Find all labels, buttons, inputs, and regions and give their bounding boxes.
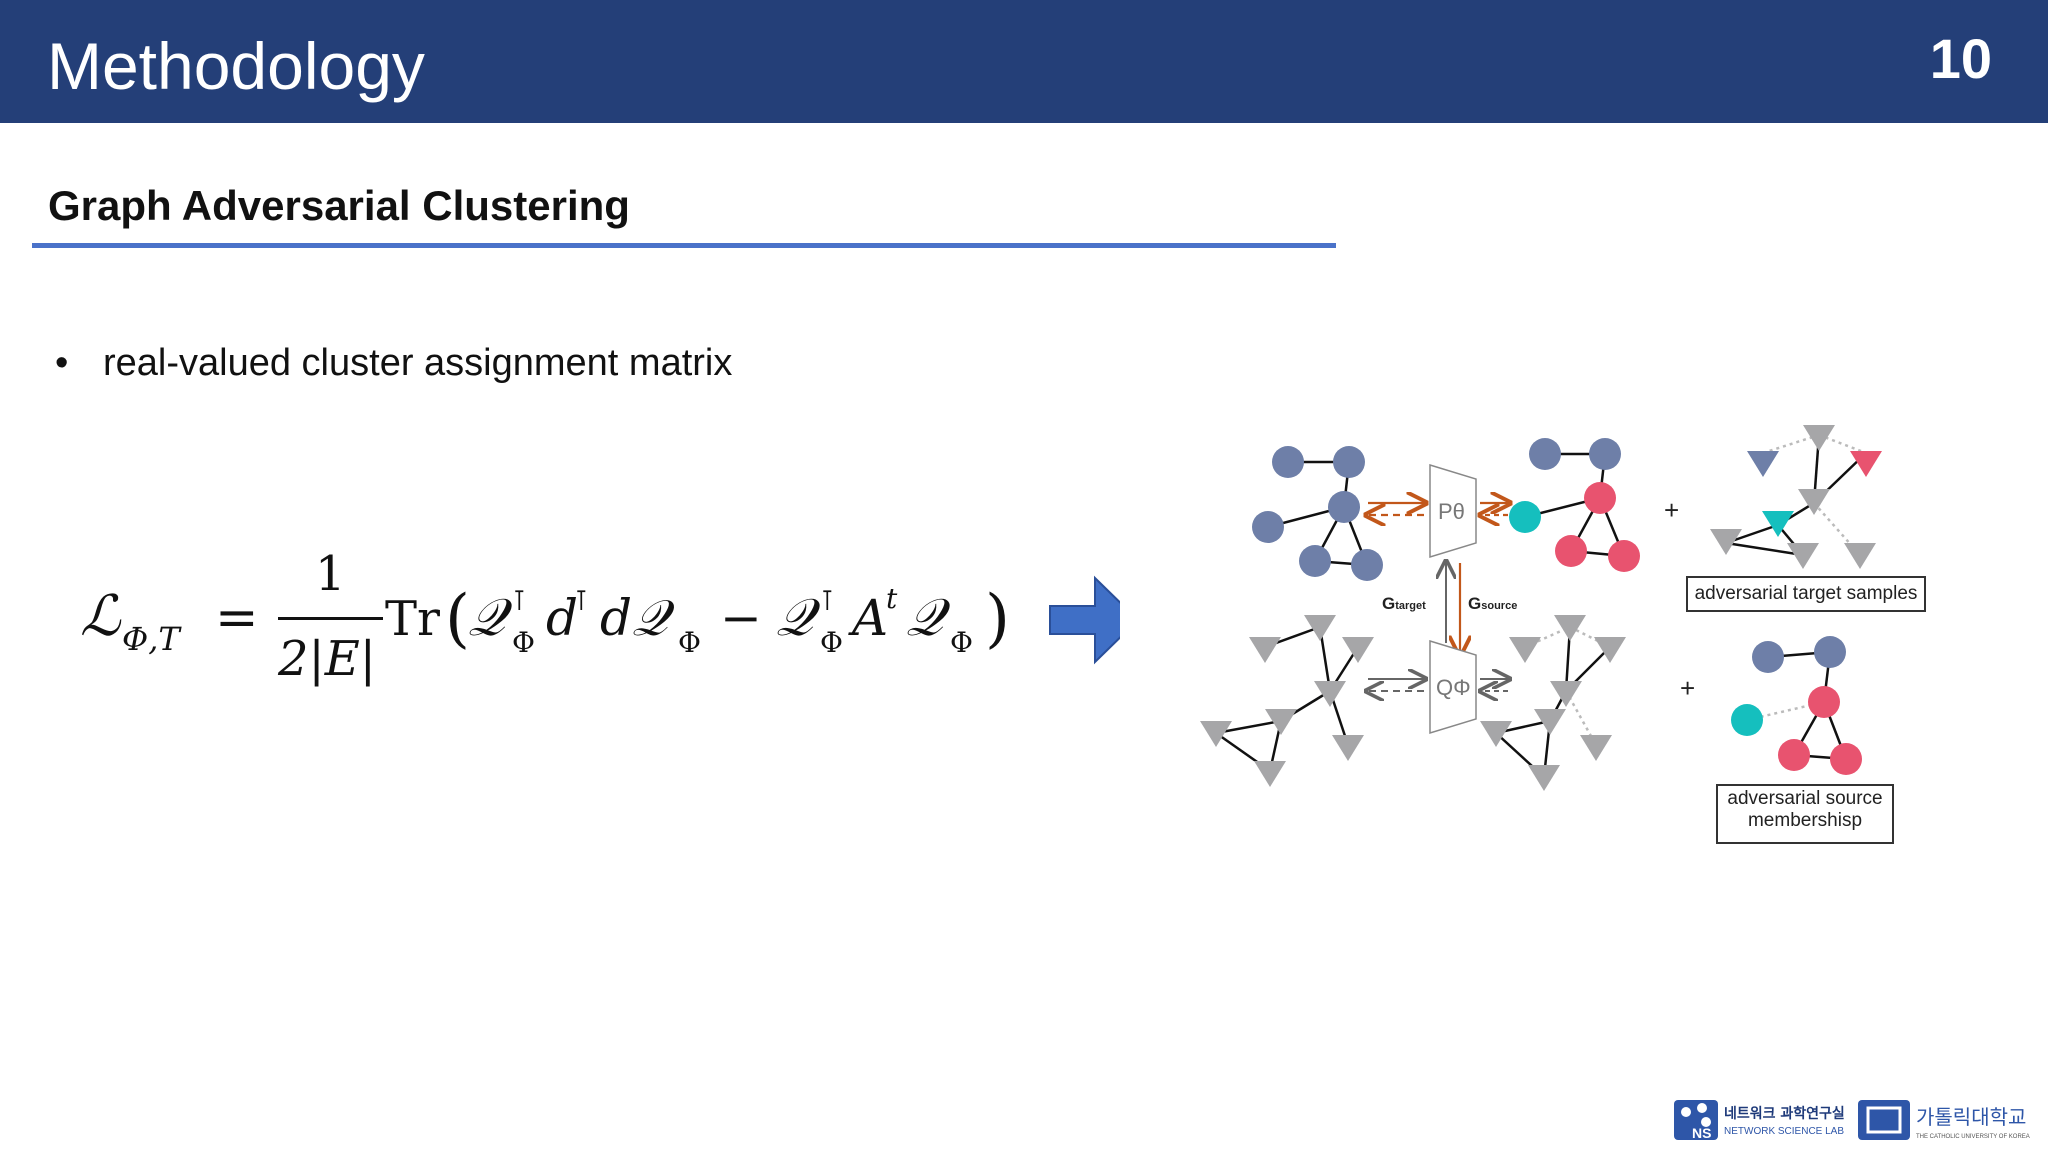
triangle-node	[1200, 721, 1232, 747]
triangle-node	[1850, 451, 1882, 477]
target-graph-bottom-left	[1215, 625, 1360, 773]
bullet-text: real-valued cluster assignment matrix	[103, 342, 733, 384]
target-graph-top-left	[1252, 446, 1383, 581]
triangle-node	[1803, 425, 1835, 451]
triangle-node	[1550, 681, 1582, 707]
paren-right: )	[985, 582, 1010, 656]
triangle-node	[1342, 637, 1374, 663]
univ-name-kr: 가톨릭대학교	[1916, 1105, 2026, 1129]
triangle-node	[1304, 615, 1336, 641]
loss-formula: ℒ Φ,T = 1 2|E| Tr ( 𝒬 ⊺ Φ d ⊺ d𝒬 Φ − 𝒬 ⊺…	[80, 540, 1140, 720]
header-bar: Methodology 10	[0, 0, 2048, 123]
triangle-node	[1747, 451, 1779, 477]
ns-logo-text: NS	[1692, 1125, 1711, 1141]
univ-name-en: THE CATHOLIC UNIVERSITY OF KOREA	[1916, 1134, 2030, 1140]
triangle-node	[1762, 511, 1794, 537]
adversarial-target-label: adversarial target samples	[1686, 576, 1926, 612]
adversarial-source-label: adversarial source membershisp	[1716, 784, 1894, 844]
g-target-label: Gtarget	[1382, 594, 1426, 613]
formula-minus: −	[720, 589, 762, 647]
formula-q1-sub: Φ	[512, 626, 535, 659]
triangle-node	[1787, 543, 1819, 569]
formula-q1: 𝒬	[468, 588, 513, 648]
formula-denominator: 2|E|	[277, 631, 376, 687]
formula-tr: Tr	[385, 591, 440, 647]
formula-equals: =	[215, 588, 259, 648]
triangle-node	[1314, 681, 1346, 707]
formula-lhs-sub: Φ,T	[122, 620, 182, 658]
triangle-node	[1710, 529, 1742, 555]
paren-left: (	[445, 582, 470, 656]
triangle-node	[1528, 765, 1560, 791]
q-phi-box	[1429, 639, 1477, 735]
source-graph-top-middle	[1509, 438, 1640, 572]
formula-q3-sub: Φ	[950, 626, 973, 659]
formula-numerator: 1	[315, 546, 346, 602]
formula-q2-sup: ⊺	[820, 584, 835, 617]
plus-bottom: +	[1680, 673, 1695, 703]
triangle-node	[1509, 637, 1541, 663]
adversarial-target-graph	[1725, 433, 1867, 557]
triangle-node	[1249, 637, 1281, 663]
adversarial-source-graph	[1731, 636, 1862, 775]
formula-a: A	[848, 589, 888, 647]
triangle-node	[1554, 615, 1586, 641]
network-node-icon	[1681, 1107, 1691, 1117]
formula-q3: 𝒬	[906, 588, 951, 648]
formula-q2-sub: Φ	[820, 626, 843, 659]
formula-q2: 𝒬	[776, 588, 821, 648]
slide-title: Methodology	[47, 29, 425, 103]
formula-dq: d𝒬	[600, 589, 675, 647]
triangle-node	[1594, 637, 1626, 663]
formula-lhs: ℒ	[80, 584, 122, 649]
fraction-bar	[278, 617, 383, 620]
formula-q1-sup: ⊺	[512, 584, 527, 617]
p-theta-label: Pθ	[1438, 499, 1465, 524]
section-underline	[32, 243, 1336, 248]
triangle-node	[1254, 761, 1286, 787]
triangle-node	[1798, 489, 1830, 515]
page-number: 10	[1929, 27, 1992, 90]
triangle-node	[1332, 735, 1364, 761]
bullet-dot: •	[55, 342, 69, 384]
triangle-node	[1534, 709, 1566, 735]
triangle-node	[1580, 735, 1612, 761]
network-science-lab-logo: NS 네트워크 과학연구실 NETWORK SCIENCE LAB	[1674, 1100, 1845, 1141]
p-theta-box	[1429, 463, 1477, 559]
formula-dq-sub: Φ	[678, 626, 701, 659]
formula-d1-sup: ⊺	[574, 584, 589, 617]
formula-a-sup: t	[886, 582, 898, 615]
catholic-university-logo: 가톨릭대학교 THE CATHOLIC UNIVERSITY OF KOREA	[1858, 1100, 2030, 1140]
triangle-node	[1265, 709, 1297, 735]
g-source-label: Gsource	[1468, 594, 1517, 613]
q-phi-label: QΦ	[1436, 675, 1471, 700]
triangle-node	[1480, 721, 1512, 747]
gac-diagram: Pθ Gtarget Gsource QΦ	[1190, 415, 1930, 855]
footer-logos: NS 네트워크 과학연구실 NETWORK SCIENCE LAB 가톨릭대학교…	[1672, 1094, 2042, 1146]
plus-top: +	[1664, 495, 1679, 525]
section-title: Graph Adversarial Clustering	[48, 182, 630, 229]
formula-d1: d	[546, 589, 578, 647]
right-arrow-icon	[1049, 575, 1140, 665]
lab-name-en: NETWORK SCIENCE LAB	[1724, 1126, 1844, 1137]
lab-name-kr: 네트워크 과학연구실	[1724, 1106, 1845, 1122]
triangle-node	[1844, 543, 1876, 569]
